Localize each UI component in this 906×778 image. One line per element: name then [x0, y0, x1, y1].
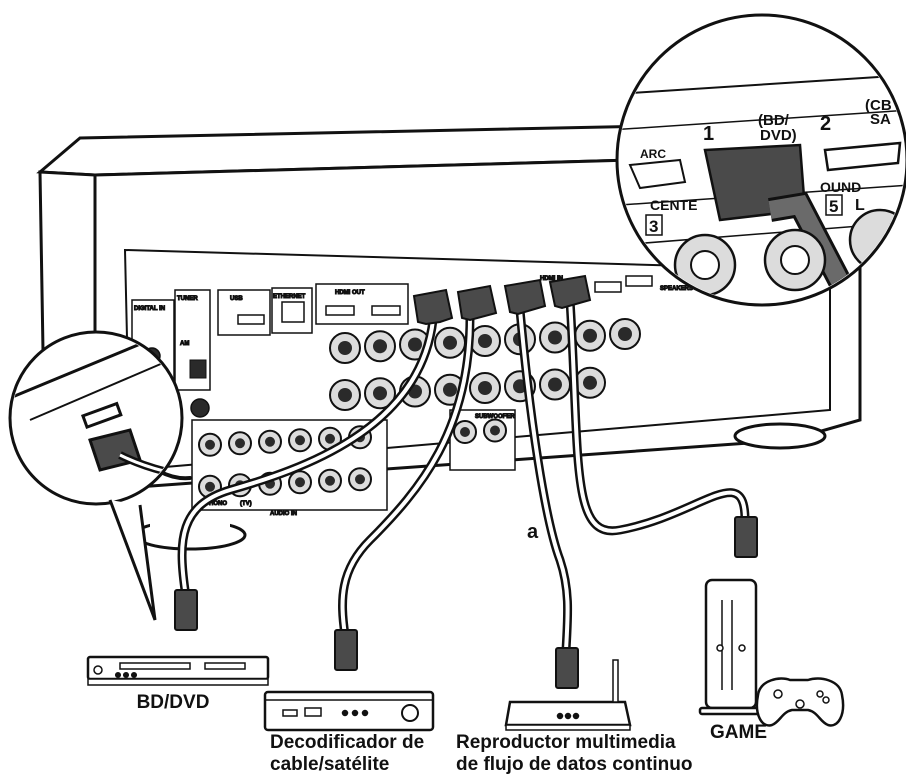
cable-satellite-decoder	[263, 690, 435, 732]
hdmi-in-label: HDMI IN	[540, 276, 563, 282]
hdmi-plugs-devices	[174, 516, 758, 689]
zoom-arc-label: ARC	[640, 147, 666, 161]
rca-jack-center	[548, 377, 562, 392]
speakers-label: SPEAKERS	[660, 286, 693, 292]
usb-label: USB	[230, 296, 243, 302]
hdmi-cables	[118, 295, 750, 655]
ethernet-label: ETHERNET	[273, 294, 306, 300]
rca-jack-center	[443, 382, 457, 397]
label-game: GAME	[710, 722, 767, 743]
hdmi-out-label: HDMI OUT	[335, 290, 365, 296]
label-bd-dvd: BD/DVD	[136, 692, 210, 713]
rca-jack-center	[373, 386, 387, 401]
zoom-input-1: 1	[703, 123, 714, 145]
rca-jack-center	[205, 481, 215, 492]
game-console	[698, 578, 845, 727]
rca-jack-center	[295, 435, 305, 446]
rca-jack-center	[583, 328, 597, 343]
rca-jack-center	[490, 425, 500, 436]
label-streamer-line2: de flujo de datos continuo	[456, 754, 693, 775]
audio-in-label: AUDIO IN	[270, 511, 297, 517]
zoom-center-label: CENTE	[650, 197, 697, 213]
rca-jack-center	[355, 474, 365, 485]
rca-jack-center	[338, 388, 352, 402]
rca-jack-center	[265, 436, 275, 447]
rca-jack-center	[325, 475, 335, 486]
label-decoder-line1: Decodificador de	[270, 732, 425, 753]
rca-jack-center	[325, 433, 335, 444]
rca-jack-center	[618, 327, 632, 341]
zoom-center-number: 3	[649, 217, 658, 236]
rca-jack-center	[478, 334, 492, 348]
connector-marker: a	[527, 521, 539, 543]
phono-label: PHONO	[205, 501, 227, 507]
streaming-media-player	[504, 659, 632, 731]
bd-dvd-player	[86, 655, 270, 686]
rca-jack-center	[548, 330, 562, 345]
rear-panel: DIGITAL IN TUNER AM USB ETHERNET HDMI OU…	[131, 275, 694, 518]
label-decoder-line2: cable/satélite	[270, 754, 390, 775]
zoom-surround-channel: L	[855, 197, 865, 214]
rca-jack-center	[235, 438, 245, 449]
label-streamer-line1: Reproductor multimedia	[456, 732, 676, 753]
rca-jack-center	[373, 339, 387, 354]
tuner-label: TUNER	[177, 296, 198, 302]
zoom-surround-label: OUND	[820, 179, 861, 195]
rca-jack-center	[478, 381, 492, 395]
zoom-input-2: 2	[820, 113, 831, 135]
hdmi-plugs-receiver	[412, 274, 592, 326]
zoom-hdmi-input-detail: 1 (BD/ DVD) 2 (CB SA ARC CENTE 3 OUND 5 …	[615, 13, 906, 307]
digital-in-label: DIGITAL IN	[134, 306, 165, 312]
zoom-player-port	[8, 330, 184, 621]
rca-jack-center	[583, 375, 597, 390]
rca-jack-center	[460, 427, 470, 437]
zoom-input-1-name-l2: DVD)	[760, 127, 797, 144]
rca-jack-center	[408, 337, 422, 352]
zoom-input-2-name-l2: SA	[870, 111, 891, 128]
rca-jack-center	[295, 477, 305, 488]
zoom-surround-number: 5	[829, 197, 838, 216]
subwoofer-label: SUBWOOFER	[475, 414, 515, 420]
zoom-input-1-name-l1: (BD/	[758, 112, 790, 129]
rca-jack-center	[205, 439, 215, 450]
am-label: AM	[180, 341, 189, 347]
rca-jack-center	[338, 341, 352, 355]
zoom-input-2-name-l1: (CB	[865, 97, 892, 114]
tv-label: (TV)	[240, 501, 252, 507]
rca-jack-center	[443, 335, 457, 350]
